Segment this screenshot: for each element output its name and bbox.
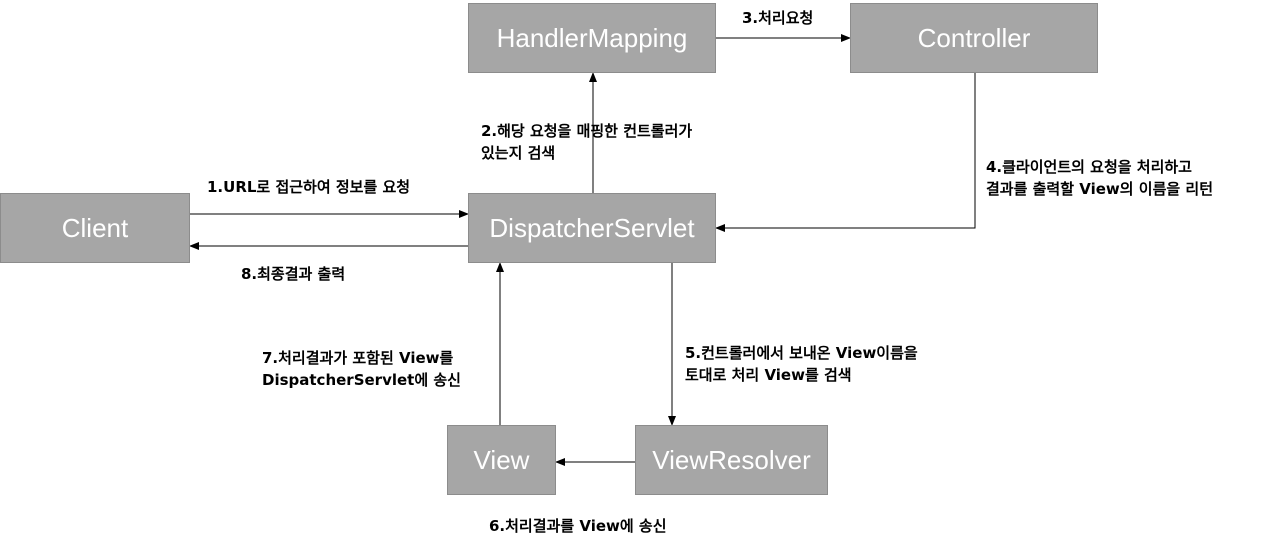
dispatcherservlet-box: DispatcherServlet <box>468 193 716 263</box>
step-5-label-line1: 5.컨트롤러에서 보내온 View이름을 <box>685 344 918 362</box>
step-4-label-line1: 4.클라이언트의 요청을 처리하고 <box>986 158 1192 176</box>
step-3-label: 3.처리요청 <box>742 9 814 27</box>
handlermapping-box: HandlerMapping <box>468 3 716 73</box>
step-5-label-line2: 토대로 처리 View를 검색 <box>685 366 852 384</box>
arrow-controller-to-dispatcher <box>715 73 976 232</box>
client-box: Client <box>0 193 190 263</box>
controller-box: Controller <box>850 3 1098 73</box>
viewresolver-box: ViewResolver <box>635 425 828 495</box>
step-7-label-line1: 7.처리결과가 포함된 View를 <box>262 349 454 367</box>
step-2-label-line1: 2.해당 요청을 매핑한 컨트롤러가 <box>481 122 693 140</box>
step-1-label: 1.URL로 접근하여 정보를 요청 <box>207 178 411 196</box>
view-box: View <box>447 425 556 495</box>
step-8-label: 8.최종결과 출력 <box>241 265 346 283</box>
step-7-label-line2: DispatcherServlet에 송신 <box>262 371 461 389</box>
step-4-label-line2: 결과를 출력할 View의 이름을 리턴 <box>986 180 1214 198</box>
step-6-label: 6.처리결과를 View에 송신 <box>489 517 667 535</box>
step-2-label-line2: 있는지 검색 <box>481 144 556 162</box>
